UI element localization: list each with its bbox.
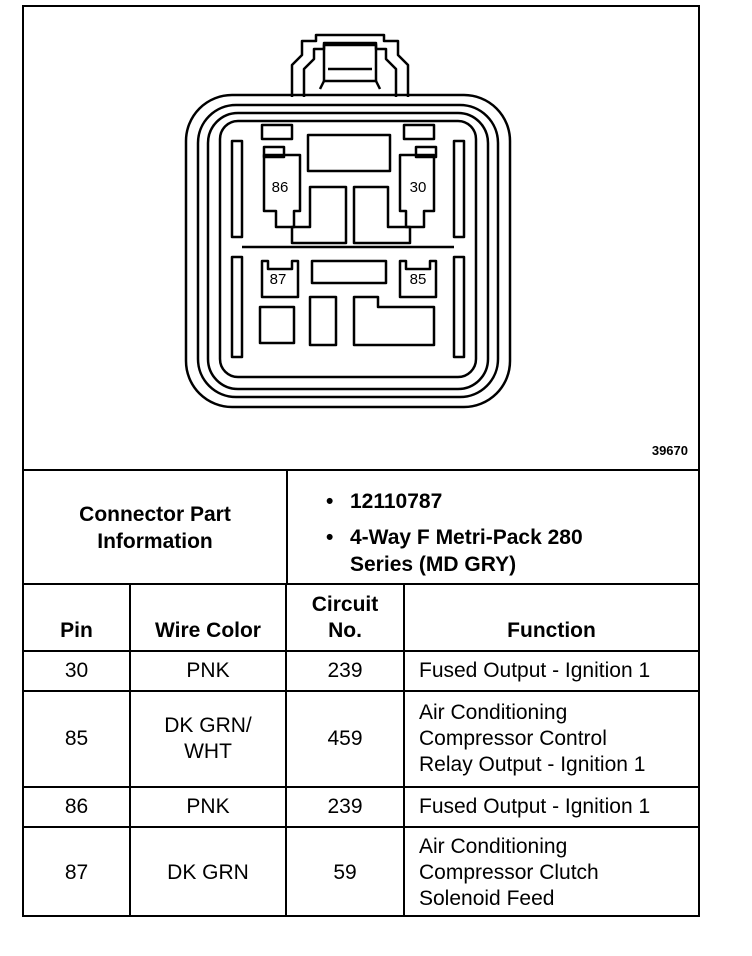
function-line: Solenoid Feed (419, 886, 555, 910)
pin-label-85: 85 (409, 271, 427, 288)
wire-color-line1: DK GRN/ (164, 714, 252, 737)
connector-description-line2: Series (MD GRY) (350, 553, 517, 576)
header-wire-color: Wire Color (129, 585, 287, 652)
function-line: Compressor Clutch (419, 860, 599, 884)
cavity-87 (260, 259, 300, 299)
pin-label-87: 87 (269, 271, 287, 288)
function-line: Air Conditioning (419, 834, 568, 858)
cavity-30 (398, 153, 436, 229)
pinout-table: Pin Wire Color Circuit No. Function 30 P… (24, 585, 698, 917)
bullet-icon: • (326, 490, 334, 513)
cell-pin: 87 (24, 826, 131, 917)
latch-inner (302, 41, 398, 97)
top-center-slot (306, 133, 392, 173)
header-function: Function (403, 585, 698, 652)
cell-circuit: 239 (285, 786, 405, 828)
header-circuit-line2: No. (328, 619, 362, 642)
cell-pin: 85 (24, 690, 131, 788)
connector-description-line1: 4-Way F Metri-Pack 280 (350, 526, 583, 549)
wire-color-line2: WHT (184, 740, 232, 763)
cell-pin: 86 (24, 786, 131, 828)
table-row: 30 PNK 239 Fused Output - Ignition 1 (24, 650, 698, 692)
housing-ring-2 (196, 103, 500, 399)
connector-sheet: 86 30 87 85 39670 Connector Part Informa… (22, 5, 700, 917)
latch-outer (290, 33, 410, 97)
cell-function: Fused Output - Ignition 1 (403, 786, 698, 828)
table-header-row: Pin Wire Color Circuit No. Function (24, 585, 698, 652)
connector-info-label-line2: Information (97, 530, 213, 553)
latch-window (322, 43, 378, 83)
figure-number: 39670 (651, 443, 688, 458)
table-row: 86 PNK 239 Fused Output - Ignition 1 (24, 786, 698, 828)
connector-info-values: • 12110787 • 4-Way F Metri-Pack 280 Seri… (288, 471, 698, 585)
connector-info-label-line1: Connector Part (79, 503, 231, 526)
connector-face-diagram: 86 30 87 85 39670 (24, 7, 698, 469)
connector-info-label: Connector Part Information (24, 471, 288, 585)
function-line: Relay Output - Ignition 1 (419, 753, 646, 776)
pin-label-86: 86 (271, 179, 289, 196)
header-pin: Pin (24, 585, 131, 652)
cell-function: Fused Output - Ignition 1 (403, 650, 698, 692)
connector-drawing (184, 33, 512, 409)
cell-function: Air Conditioning Compressor Control Rela… (403, 690, 698, 788)
function-line: Compressor Control (419, 727, 607, 750)
housing-outer (184, 93, 512, 409)
table-row: 87 DK GRN 59 Air Conditioning Compressor… (24, 826, 698, 917)
cell-circuit: 239 (285, 650, 405, 692)
housing-ring-3 (206, 111, 490, 391)
header-circuit-no: Circuit No. (285, 585, 405, 652)
pinout-table-wrapper: Pin Wire Color Circuit No. Function 30 P… (24, 583, 698, 919)
header-circuit-line1: Circuit (311, 593, 379, 616)
cell-wire-color: PNK (129, 786, 287, 828)
connector-info-section: Connector Part Information • 12110787 • … (24, 469, 698, 585)
cell-function: Air Conditioning Compressor Clutch Solen… (403, 826, 698, 917)
function-line: Air Conditioning (419, 701, 568, 724)
bullet-icon: • (326, 526, 334, 549)
cell-wire-color: PNK (129, 650, 287, 692)
cell-wire-color: DK GRN (129, 826, 287, 917)
cell-wire-color: DK GRN/ WHT (129, 690, 287, 788)
pin-label-30: 30 (409, 179, 427, 196)
center-bar (310, 259, 388, 285)
housing-inner (218, 119, 478, 379)
cell-circuit: 459 (285, 690, 405, 788)
part-number: 12110787 (350, 490, 443, 513)
cell-pin: 30 (24, 650, 131, 692)
cavity-85 (398, 259, 438, 299)
table-row: 85 DK GRN/ WHT 459 Air Conditioning Comp… (24, 690, 698, 788)
cell-circuit: 59 (285, 826, 405, 917)
